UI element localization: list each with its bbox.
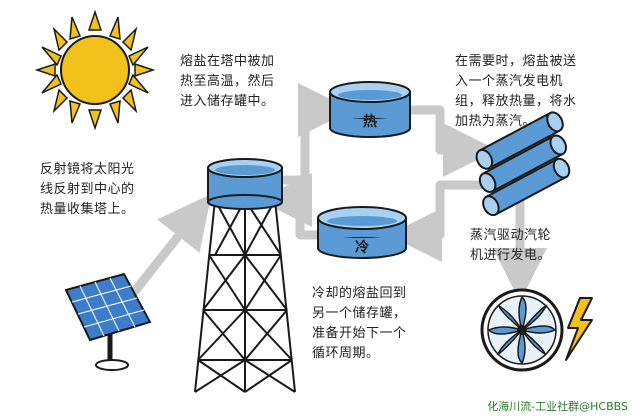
hot-to-generator-pipe	[405, 105, 497, 177]
sun-icon	[34, 9, 156, 131]
generator-to-cold-pipe	[388, 180, 485, 262]
cold-tank-label: 冷	[355, 239, 369, 256]
caption-cold-return-line: 循环周期。	[312, 346, 380, 361]
hot-storage-tank	[329, 81, 411, 138]
receiver-tower	[194, 158, 296, 393]
caption-steam-generator-line: 加热为蒸汽。	[455, 114, 537, 129]
cold-to-tower-pipe	[258, 173, 325, 240]
caption-cold-return-line: 另一个储存罐，	[312, 306, 407, 321]
caption-mirrors: 反射镜将太阳光 线反射到中心的 热量收集塔上。	[40, 160, 135, 220]
caption-steam-generator-line: 在需要时，熔盐被送	[455, 54, 577, 69]
caption-tower-line: 熔盐在塔中被加	[180, 54, 275, 69]
caption-cold-return: 冷却的熔盐回到 另一个储存罐， 准备开始下一个 循环周期。	[312, 284, 407, 364]
cold-storage-tank	[317, 206, 407, 259]
caption-mirrors-line: 线反射到中心的	[40, 182, 135, 197]
caption-steam-generator-line: 入一个蒸汽发电机	[455, 74, 564, 89]
caption-turbine-line: 机进行发电。	[470, 248, 552, 263]
caption-tower: 熔盐在塔中被加 热至高温，然后 进入储存罐中。	[180, 52, 275, 112]
hot-tank-label: 热	[363, 113, 377, 130]
caption-turbine: 蒸汽驱动汽轮 机进行发电。	[470, 226, 551, 266]
lightning-icon	[565, 297, 593, 361]
caption-cold-return-line: 准备开始下一个	[312, 326, 407, 341]
watermark: 化海川流-工业社群@HCBBS	[487, 400, 628, 413]
caption-cold-return-line: 冷却的熔盐回到	[312, 286, 407, 301]
caption-tower-line: 进入储存罐中。	[180, 94, 275, 109]
flow-arrows	[115, 83, 547, 315]
caption-turbine-line: 蒸汽驱动汽轮	[470, 228, 552, 243]
caption-mirrors-line: 热量收集塔上。	[40, 202, 135, 217]
caption-mirrors-line: 反射镜将太阳光	[40, 162, 135, 177]
turbine-icon	[480, 288, 564, 372]
tower-to-hot-pipe	[280, 83, 352, 185]
heliostat-mirror	[64, 272, 152, 371]
steam-generator	[475, 111, 571, 217]
caption-steam-generator: 在需要时，熔盐被送 入一个蒸汽发电机 组，释放热量，将水 加热为蒸汽。	[455, 52, 577, 132]
caption-steam-generator-line: 组，释放热量，将水	[455, 94, 577, 109]
caption-tower-line: 热至高温，然后	[180, 74, 275, 89]
